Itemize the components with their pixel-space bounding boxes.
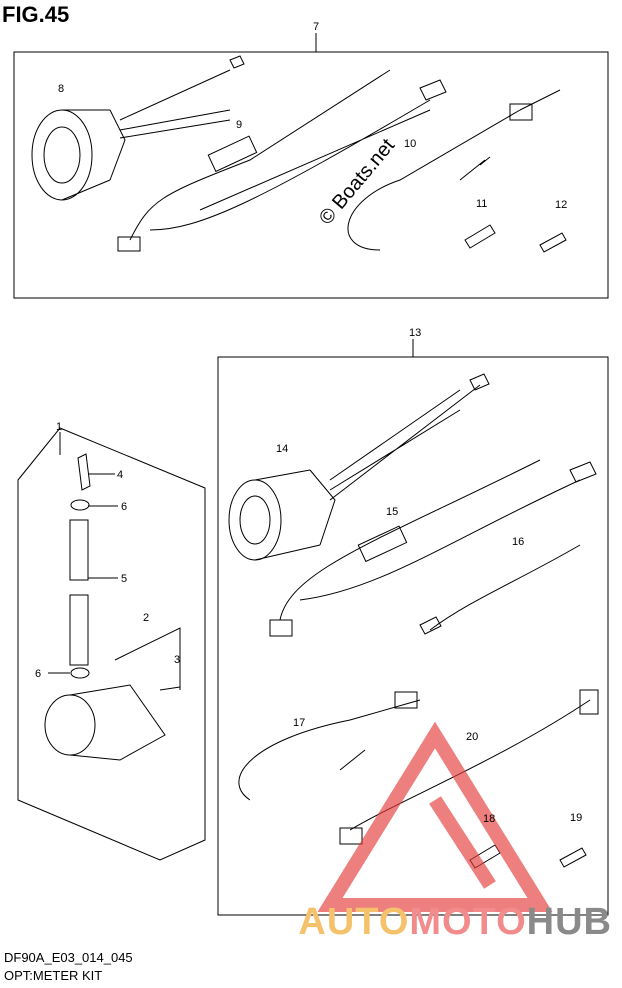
callout-7[interactable]: 7: [313, 21, 319, 33]
callout-1[interactable]: 1: [56, 421, 62, 433]
automotohub-watermark: AUTOMOTOHUB: [298, 901, 612, 943]
automotohub-logo-icon: [317, 721, 553, 912]
callout-18[interactable]: 18: [483, 813, 495, 825]
callout-20[interactable]: 20: [466, 731, 478, 743]
callout-16[interactable]: 16: [512, 536, 524, 548]
callout-12[interactable]: 12: [555, 199, 567, 211]
callout-17[interactable]: 17: [293, 717, 305, 729]
callout-9[interactable]: 9: [236, 119, 242, 131]
callout-13[interactable]: 13: [409, 327, 421, 339]
callout-10[interactable]: 10: [404, 138, 416, 150]
callout-15[interactable]: 15: [386, 506, 398, 518]
figure-title: FIG.45: [2, 2, 70, 27]
callout-4[interactable]: 4: [117, 469, 123, 481]
callout-14[interactable]: 14: [276, 443, 288, 455]
kit-7-box: [13, 51, 609, 299]
callout-8[interactable]: 8: [58, 83, 64, 95]
callout-3[interactable]: 3: [174, 654, 180, 666]
callout-2[interactable]: 2: [143, 612, 149, 624]
callout-5[interactable]: 5: [121, 573, 127, 585]
kit-1-outline: [17, 427, 206, 861]
callout-6[interactable]: 6: [121, 501, 127, 513]
callout-19[interactable]: 19: [570, 812, 582, 824]
diagram-code: DF90A_E03_014_045: [4, 950, 133, 965]
callout-6[interactable]: 6: [35, 668, 41, 680]
callout-11[interactable]: 11: [476, 198, 487, 210]
diagram-name: OPT:METER KIT: [4, 968, 103, 983]
